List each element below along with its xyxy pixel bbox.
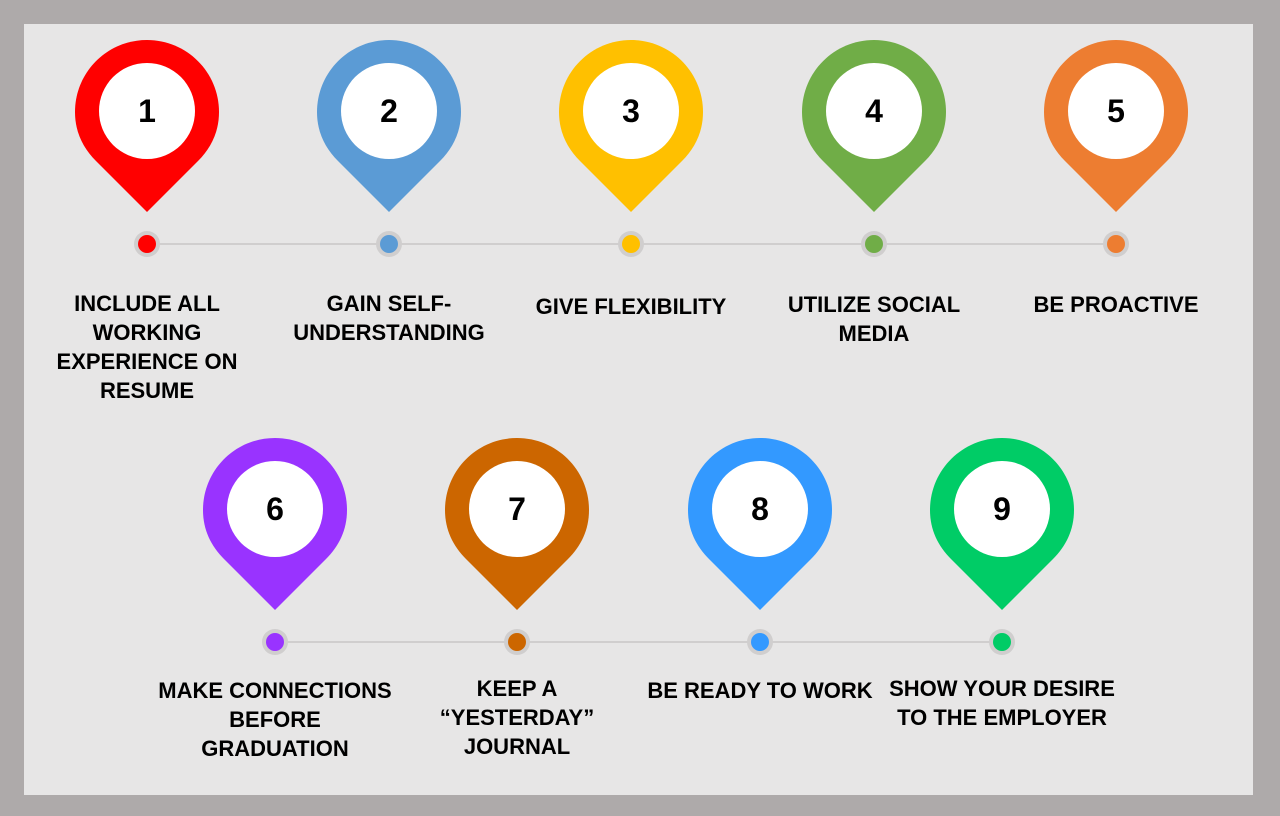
timeline-dot-icon (1103, 231, 1129, 257)
step-label: BE READY TO WORK (647, 678, 873, 703)
step-number: 4 (865, 93, 883, 129)
step-label: UTILIZE SOCIAL MEDIA (787, 292, 961, 346)
timeline-dot-icon (747, 629, 773, 655)
step-label: SHOW YOUR DESIRE TO THE EMPLOYER (889, 676, 1115, 730)
map-pin-icon: 2 (317, 40, 461, 212)
map-pin-icon: 3 (559, 40, 703, 212)
step-label: GAIN SELF-UNDERSTANDING (293, 291, 485, 345)
step-label: KEEP A “YESTERDAY” JOURNAL (439, 676, 595, 759)
map-pin-icon: 5 (1044, 40, 1188, 212)
step-label: MAKE CONNECTIONS BEFORE GRADUATION (158, 678, 392, 761)
step-label: BE PROACTIVE (1033, 292, 1199, 317)
infographic-canvas: 1 INCLUDE ALL WORKING EXPERIENCE ON RESU… (24, 24, 1253, 795)
map-pin-icon: 6 (203, 438, 347, 610)
timeline-dot-icon (262, 629, 288, 655)
map-pin-icon: 7 (445, 438, 589, 610)
step-number: 5 (1107, 93, 1125, 129)
map-pin-icon: 4 (802, 40, 946, 212)
step-number: 9 (993, 491, 1011, 527)
timeline-dot-icon (134, 231, 160, 257)
step-number: 7 (508, 491, 526, 527)
map-pin-icon: 8 (688, 438, 832, 610)
step-number: 6 (266, 491, 284, 527)
map-pin-icon: 9 (930, 438, 1074, 610)
timeline-dot-icon (618, 231, 644, 257)
map-pin-icon: 1 (75, 40, 219, 212)
timeline-dot-icon (861, 231, 887, 257)
timeline-dot-icon (504, 629, 530, 655)
step-number: 3 (622, 93, 640, 129)
step-number: 1 (138, 93, 156, 129)
timeline-dot-icon (989, 629, 1015, 655)
timeline-dot-icon (376, 231, 402, 257)
timeline-connector-bottom (275, 641, 1002, 643)
step-number: 2 (380, 93, 398, 129)
step-label: INCLUDE ALL WORKING EXPERIENCE ON RESUME (56, 291, 238, 403)
step-label: GIVE FLEXIBILITY (535, 294, 727, 319)
step-number: 8 (751, 491, 769, 527)
